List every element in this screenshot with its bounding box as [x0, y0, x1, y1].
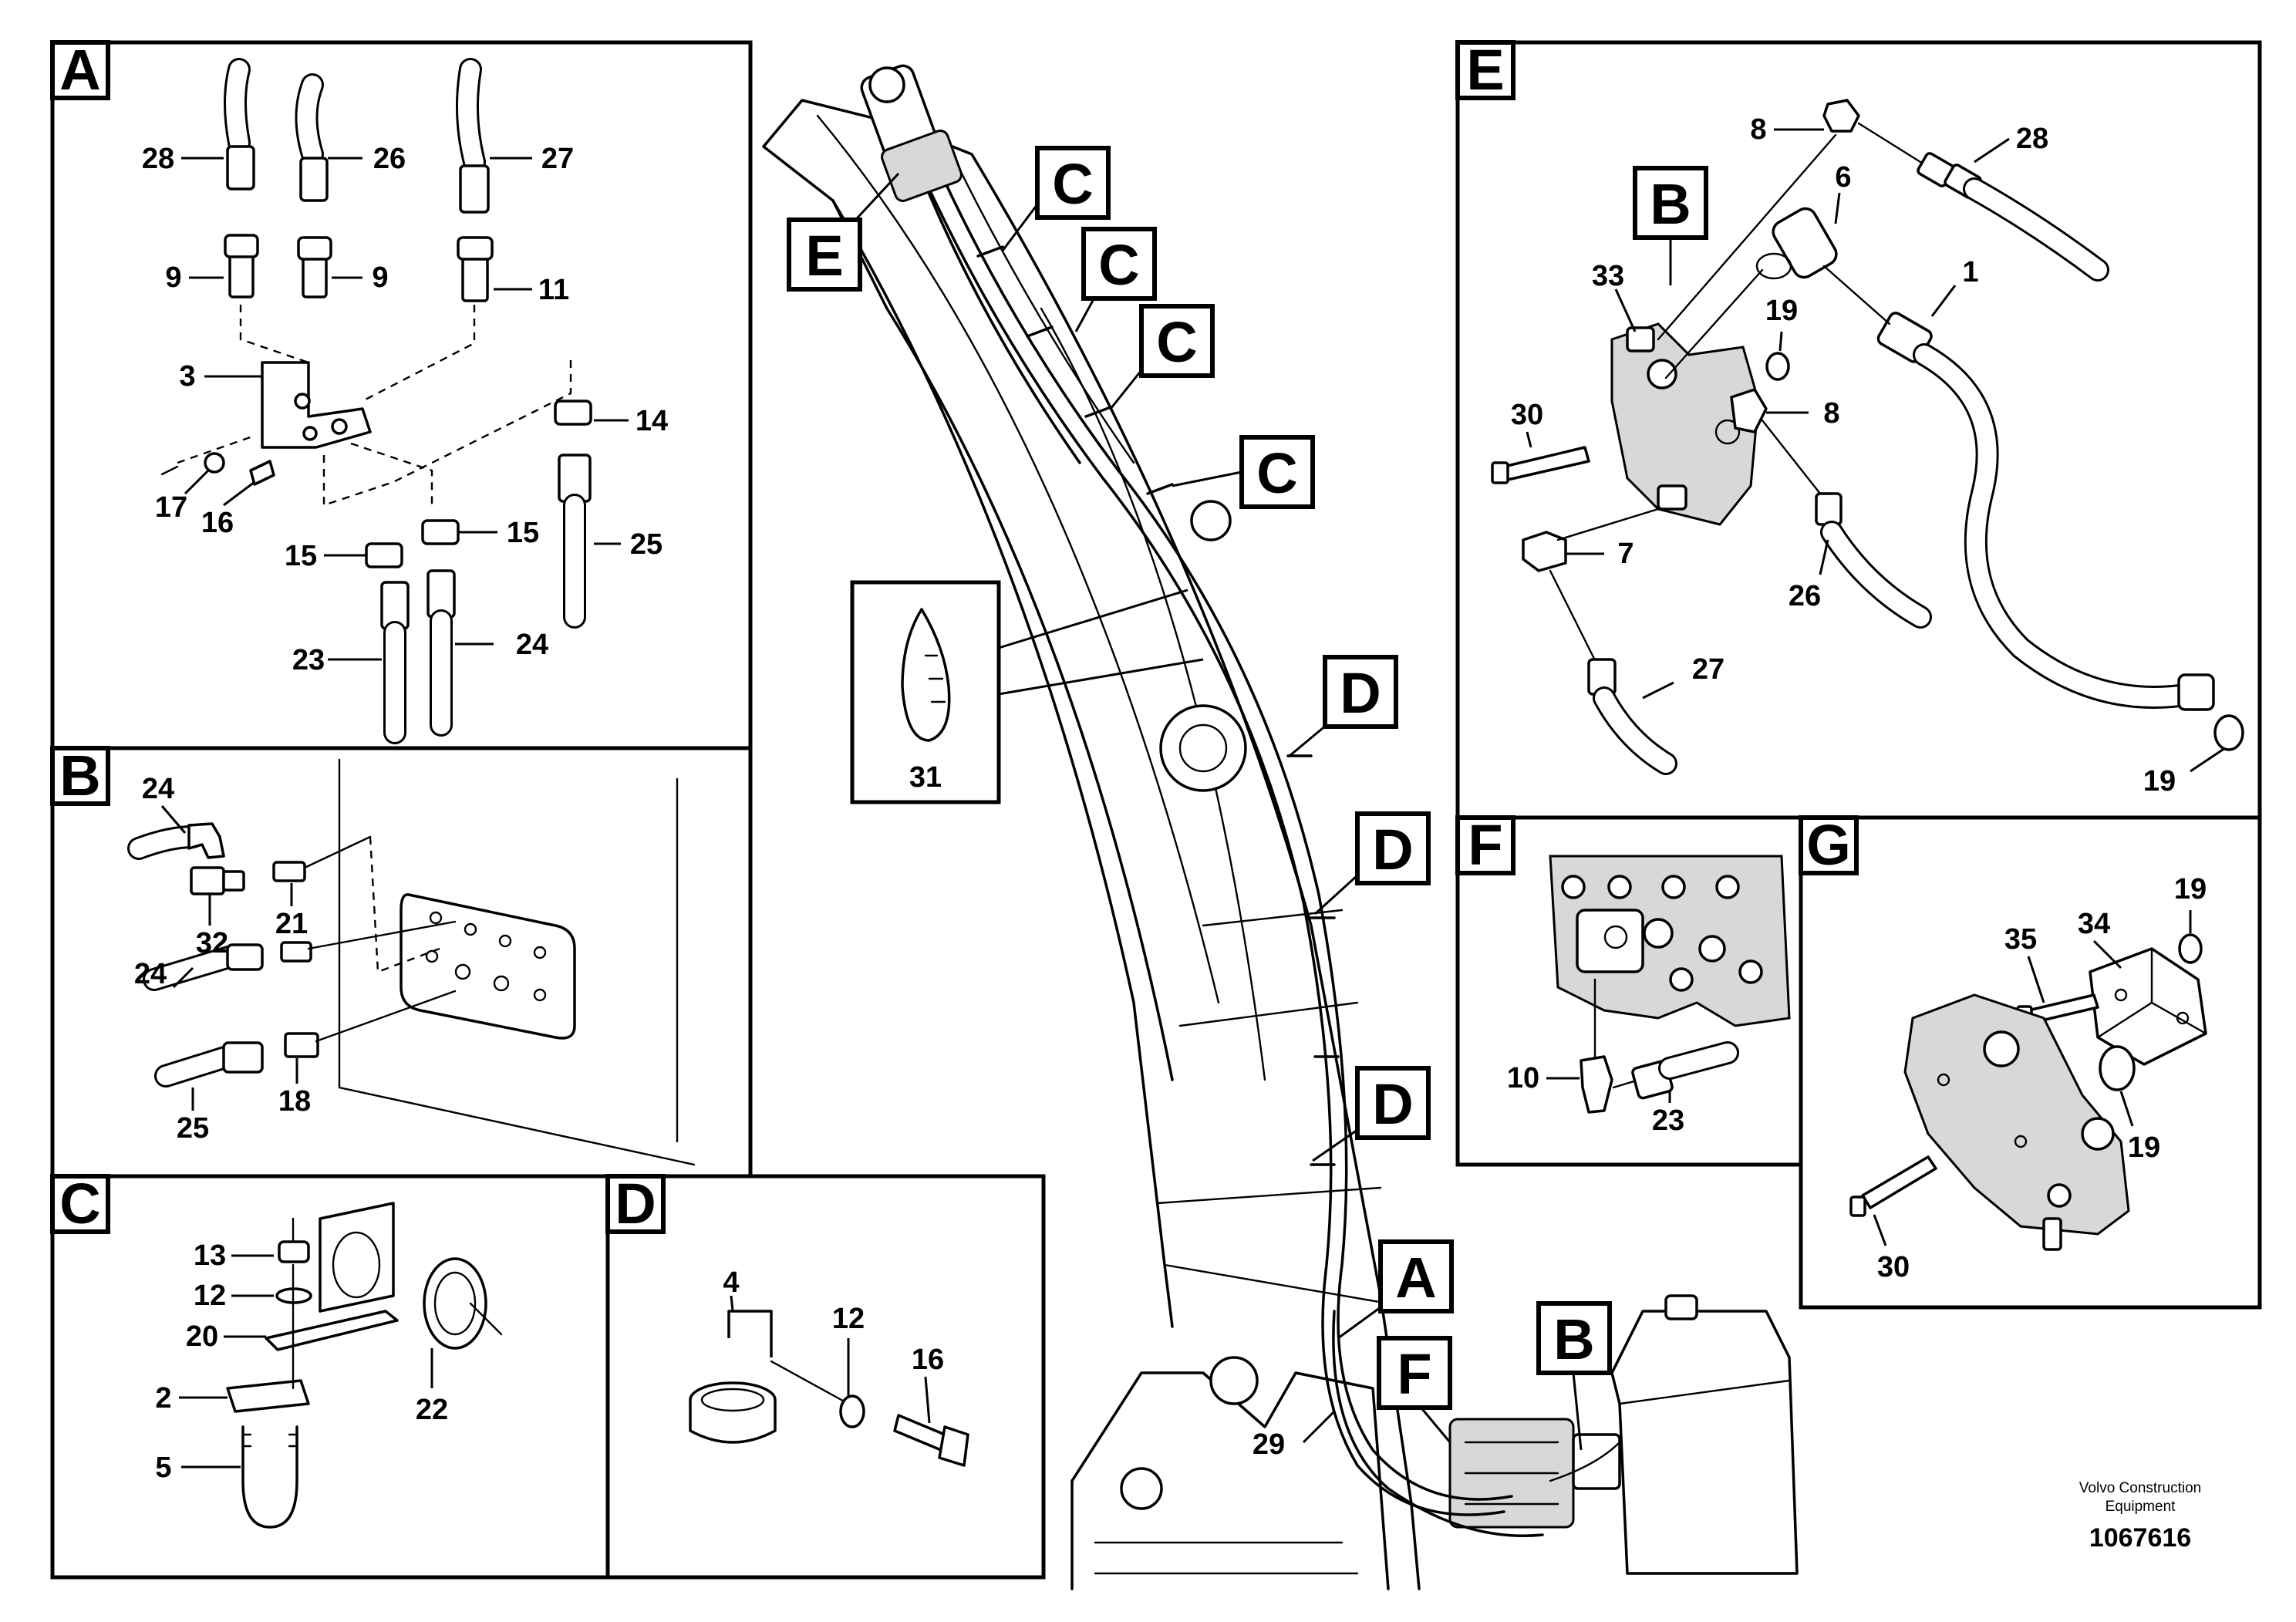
callout: 11: [538, 274, 569, 306]
company-name-line2: Equipment: [2106, 1499, 2176, 1515]
callout: 24: [516, 629, 548, 661]
callout: 24: [134, 958, 167, 990]
section-c: C 13 12 20 2 5 22: [50, 1172, 610, 1580]
label-a: [1378, 1239, 1454, 1313]
callout: 33: [1592, 260, 1624, 292]
section-c-letter: C: [59, 1172, 100, 1236]
label-c-2: [1081, 227, 1157, 301]
section-e: E B: [1455, 38, 2262, 820]
overview-label: C: [1256, 441, 1297, 505]
callout: 5: [155, 1452, 171, 1484]
callout: 12: [194, 1280, 226, 1312]
callout: 8: [1750, 113, 1766, 146]
label-c-4: [1239, 435, 1315, 509]
callout: 19: [2143, 765, 2176, 798]
label-e: [787, 218, 862, 292]
footer: Volvo Construction Equipment 1067616: [2079, 1480, 2201, 1553]
section-b: B 24 32 21 24 18: [50, 744, 753, 1179]
overview-label: D: [1372, 1072, 1413, 1136]
overview-label: E: [805, 224, 843, 288]
overview-label: D: [1340, 661, 1381, 725]
company-name-line1: Volvo Construction: [2079, 1480, 2201, 1496]
section-a: A 28: [50, 38, 753, 750]
label-d-1: [1323, 655, 1398, 729]
callout: 19: [1765, 295, 1798, 327]
overview-label: C: [1098, 233, 1139, 297]
label-d-2: [1355, 811, 1431, 885]
callout: 29: [1253, 1428, 1285, 1461]
section-d-letter: D: [615, 1172, 656, 1236]
cable-tie-inset: [850, 580, 1001, 804]
section-e-sub-label: B: [1650, 172, 1691, 236]
callout: 19: [2128, 1131, 2160, 1164]
callout: 24: [142, 773, 174, 805]
overview-labels: C C C C D D D A F B E: [787, 146, 1612, 1461]
callout: 30: [1511, 399, 1543, 431]
callout: 28: [142, 143, 174, 175]
callout: 30: [1877, 1251, 1910, 1283]
label-c-3: [1139, 304, 1215, 378]
section-e-letter: E: [1466, 38, 1504, 102]
callout: 23: [1652, 1104, 1684, 1137]
callout: 17: [155, 491, 187, 524]
callout: 15: [507, 517, 539, 549]
callout: 27: [1692, 653, 1725, 686]
callout: 14: [636, 405, 668, 437]
overview-label: F: [1397, 1342, 1431, 1406]
section-f-letter: F: [1468, 813, 1502, 877]
callout: 10: [1507, 1062, 1539, 1094]
callout: 27: [541, 143, 574, 175]
callout: 15: [285, 540, 317, 572]
callout: 26: [1789, 580, 1821, 612]
callout: 3: [179, 360, 195, 393]
part-number: 1067616: [2089, 1523, 2191, 1553]
callout: 6: [1835, 161, 1851, 194]
overview-label: B: [1553, 1307, 1594, 1371]
callout: 26: [373, 143, 406, 175]
callout: 7: [1617, 538, 1633, 570]
section-a-letter: A: [59, 38, 100, 102]
section-g: G 34 19 35 19 30: [1799, 813, 2262, 1310]
callout: 2: [155, 1382, 171, 1415]
overview-label: A: [1395, 1246, 1436, 1310]
overview-label: C: [1156, 310, 1197, 374]
section-g-letter: G: [1806, 813, 1851, 877]
callout: 21: [275, 908, 308, 940]
callout: 32: [196, 927, 228, 959]
boom-overview-drawing: [762, 64, 1799, 1590]
callout: 25: [177, 1112, 209, 1145]
overview-label: C: [1052, 152, 1093, 216]
callout: 23: [292, 644, 325, 676]
section-f: F 10 23: [1455, 813, 1803, 1167]
label-c-1: [1035, 146, 1111, 220]
section-b-letter: B: [59, 744, 100, 808]
label-f: [1377, 1336, 1452, 1410]
callout: 20: [186, 1320, 218, 1353]
callout: 16: [201, 507, 234, 539]
callout: 28: [2016, 123, 2048, 155]
callout: 4: [723, 1266, 739, 1299]
callout: 8: [1823, 397, 1839, 430]
section-d: D 4 12 16: [605, 1172, 1046, 1580]
callout: 1: [1962, 256, 1978, 288]
label-b: [1536, 1301, 1612, 1375]
callout: 22: [416, 1394, 448, 1426]
callout: 12: [832, 1303, 865, 1335]
callout: 9: [165, 261, 181, 294]
overview-label: D: [1372, 818, 1413, 882]
callout: 25: [630, 528, 663, 561]
callout: 34: [2078, 908, 2110, 940]
callout: 19: [2174, 873, 2207, 905]
callout: 16: [912, 1344, 944, 1376]
callout: 31: [909, 761, 942, 794]
callout: 13: [194, 1239, 226, 1272]
callout: 9: [372, 261, 388, 294]
callout: 18: [278, 1085, 311, 1118]
callout: 35: [2004, 923, 2037, 956]
label-d-3: [1355, 1066, 1431, 1140]
